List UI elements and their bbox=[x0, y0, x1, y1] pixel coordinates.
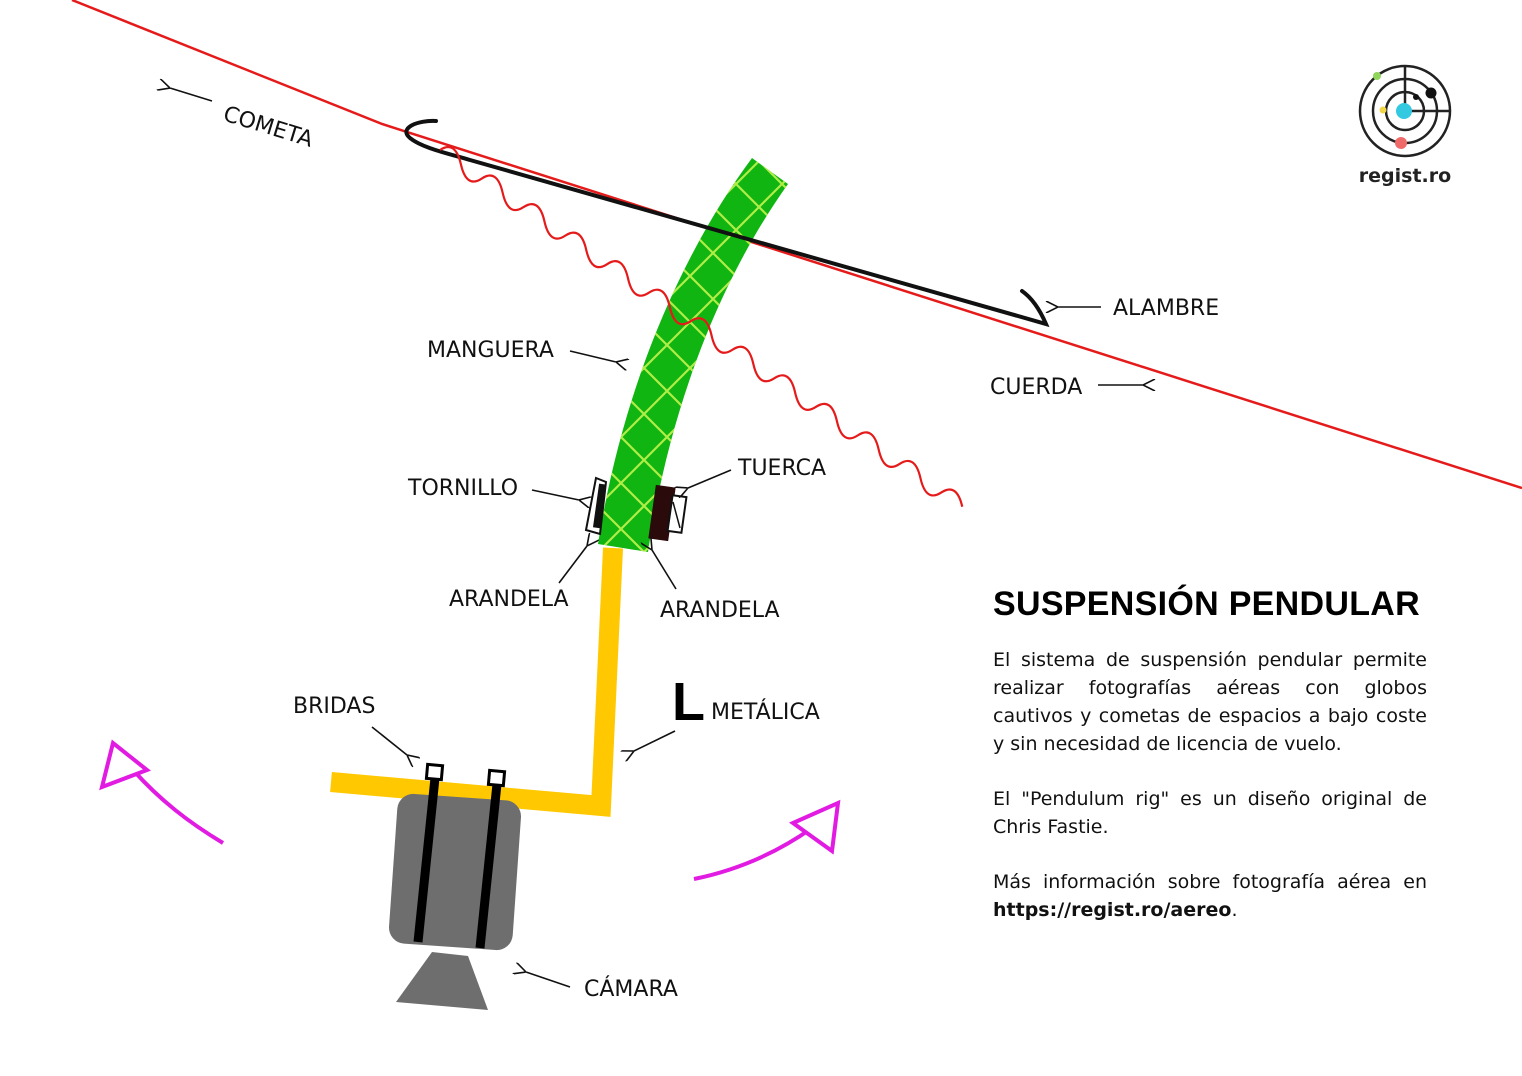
label-cuerda: CUERDA bbox=[990, 375, 1082, 400]
cable-ties bbox=[413, 762, 507, 949]
camera bbox=[388, 793, 522, 1010]
rope-wrap bbox=[439, 145, 964, 507]
label-arrows bbox=[170, 88, 1143, 988]
label-l-letter: L bbox=[672, 672, 705, 732]
label-tuerca: TUERCA bbox=[737, 456, 826, 481]
info-more-text: Más información sobre fotografía aérea e… bbox=[993, 871, 1427, 893]
info-period: . bbox=[1231, 899, 1238, 921]
info-panel: SUSPENSIÓN PENDULAR El sistema de suspen… bbox=[993, 585, 1427, 951]
info-paragraph-1: El sistema de suspensión pendular permit… bbox=[993, 649, 1427, 755]
label-metalica: METÁLICA bbox=[711, 699, 820, 725]
swing-arrow-right bbox=[693, 799, 841, 881]
swing-arrow-left bbox=[99, 739, 225, 845]
kite-rope bbox=[71, 0, 1522, 490]
label-bridas: BRIDAS bbox=[293, 694, 375, 719]
label-arandela-right: ARANDELA bbox=[660, 598, 780, 623]
label-camara: CÁMARA bbox=[584, 976, 678, 1002]
regist-logo: regist.ro bbox=[1358, 64, 1452, 187]
label-arandela-left: ARANDELA bbox=[449, 587, 569, 612]
label-tornillo: TORNILLO bbox=[407, 476, 518, 501]
label-cometa: COMETA bbox=[220, 102, 316, 153]
metal-l-bracket bbox=[330, 547, 623, 817]
info-paragraph-2: El "Pendulum rig" es un diseño original … bbox=[993, 788, 1427, 838]
label-manguera: MANGUERA bbox=[427, 338, 554, 363]
info-paragraph-3: Más información sobre fotografía aérea e… bbox=[993, 868, 1427, 924]
hose bbox=[598, 158, 788, 552]
logo-text: regist.ro bbox=[1359, 165, 1451, 187]
label-alambre: ALAMBRE bbox=[1113, 296, 1219, 321]
info-title: SUSPENSIÓN PENDULAR bbox=[993, 585, 1420, 623]
info-link[interactable]: https://regist.ro/aereo bbox=[993, 899, 1232, 921]
wire bbox=[404, 118, 1050, 328]
